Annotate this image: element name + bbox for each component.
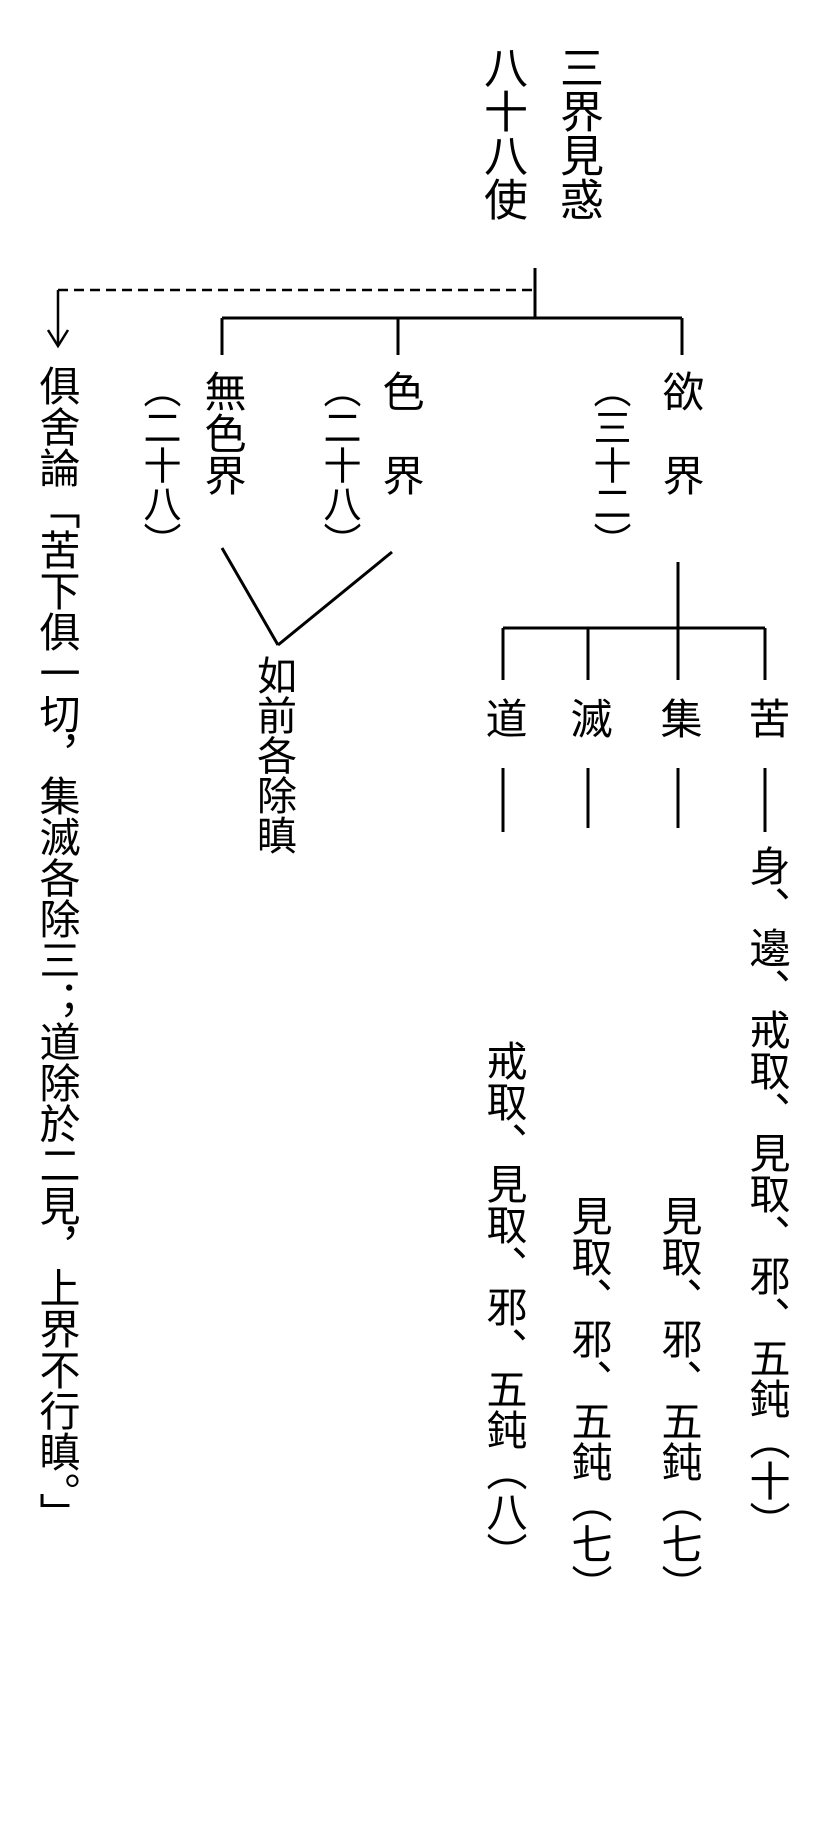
arrow-head-icon — [46, 329, 70, 349]
truth-path-name: 道 — [479, 697, 528, 739]
truth-cessation-items: 見取、邪、五鈍（七） — [564, 1195, 612, 1605]
truth-path-items: 戒取、見取、邪、五鈍（八） — [479, 1040, 527, 1573]
title-line-2: 八十八使 — [476, 45, 527, 221]
truth-origin-name: 集 — [654, 697, 703, 739]
truth-suffering-items: 身、邊、戒取、見取、邪、五鈍（十） — [742, 845, 790, 1542]
kosha-quote: 俱舍論「苦下俱一切，集滅各除三；道除於二見，上界不行瞋。」 — [32, 365, 80, 1534]
form-realm-name: 色 界 — [376, 370, 425, 496]
truth-suffering-name: 苦 — [742, 697, 791, 739]
merge-line-form — [277, 550, 393, 647]
form-realm-count: （二十八） — [317, 370, 361, 560]
merge-line-formless — [220, 547, 280, 646]
upper-realms-note: 如前各除瞋 — [250, 655, 296, 855]
desire-realm-count: （三十二） — [587, 370, 631, 560]
truth-cessation-name: 滅 — [564, 697, 613, 739]
desire-realm-name: 欲 界 — [656, 370, 705, 496]
title-line-1: 三界見惑 — [552, 45, 603, 221]
formless-realm-name: 無色界 — [198, 370, 247, 496]
truth-origin-items: 見取、邪、五鈍（七） — [654, 1195, 702, 1605]
formless-realm-count: （二十八） — [137, 370, 181, 560]
